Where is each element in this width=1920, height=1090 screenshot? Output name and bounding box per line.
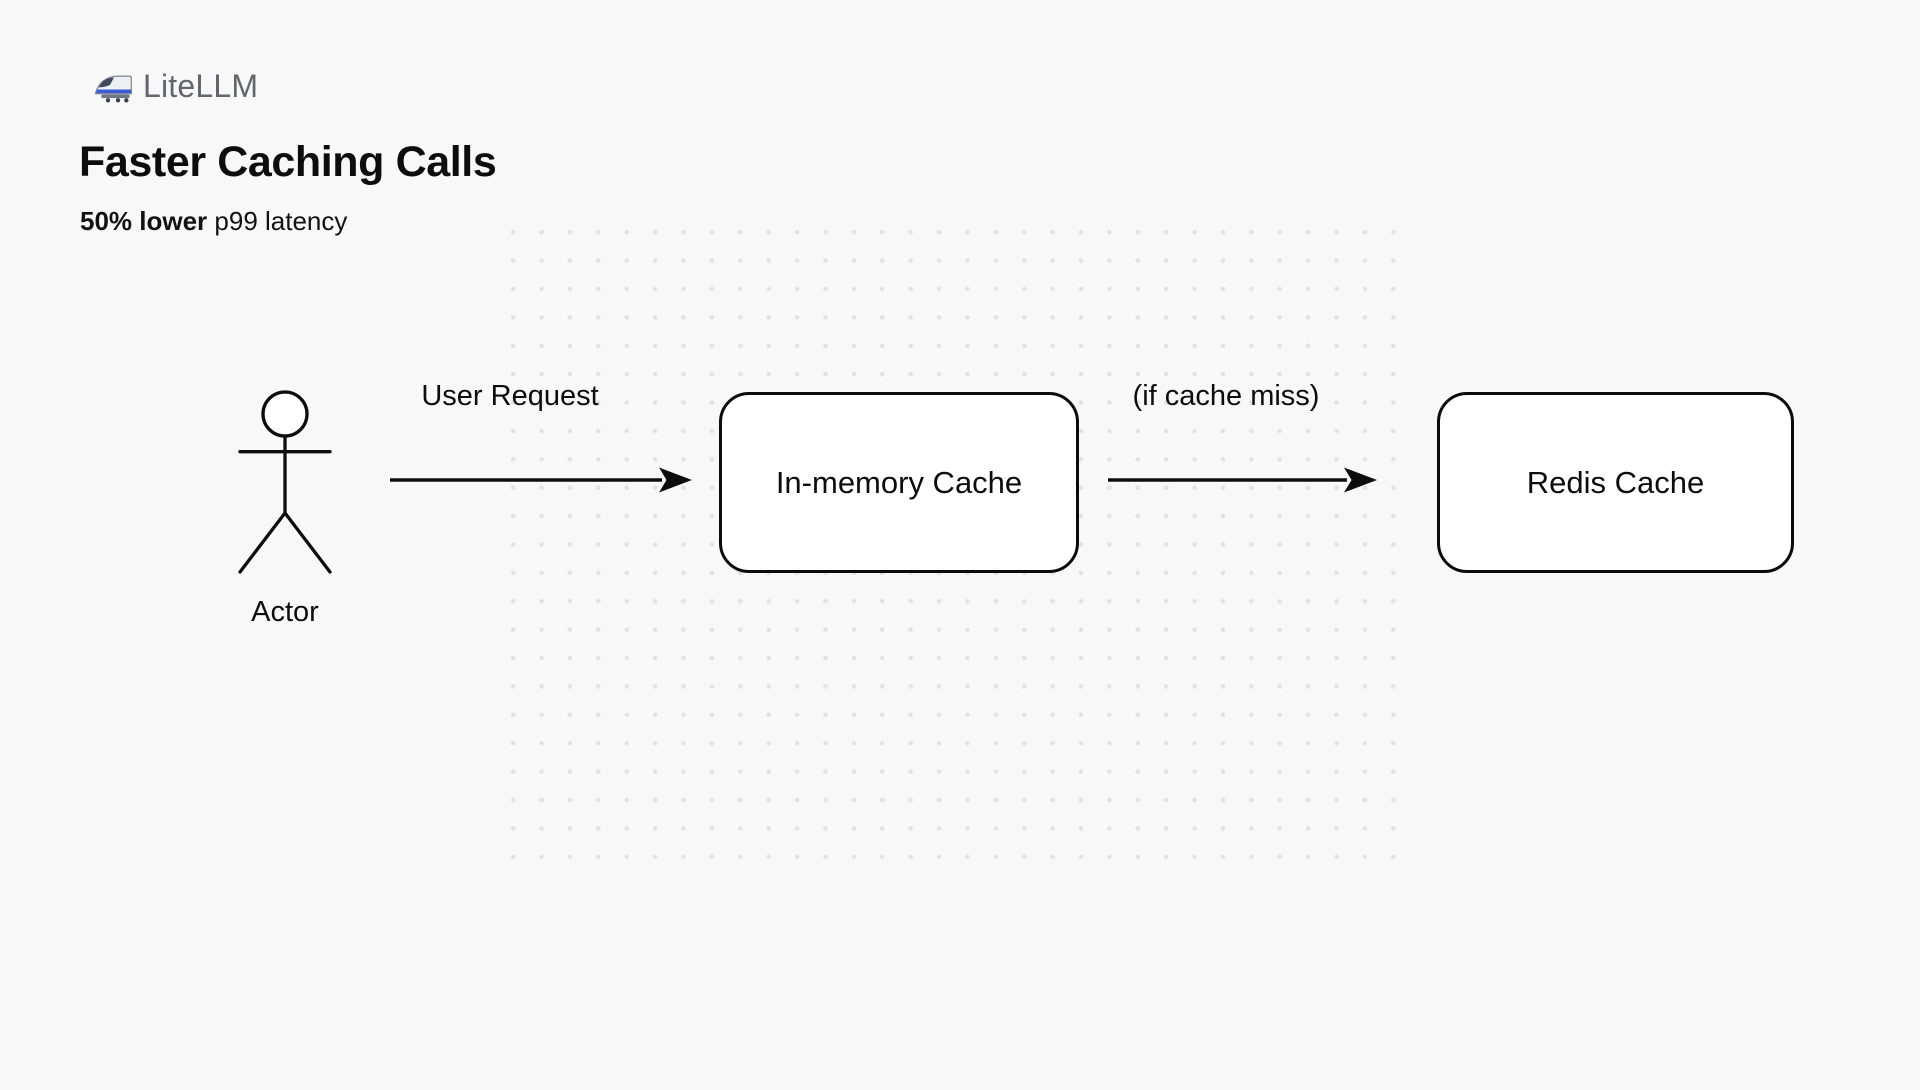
actor-figure <box>232 388 338 578</box>
node-label: In-memory Cache <box>775 464 1023 500</box>
actor-label: Actor <box>251 596 319 628</box>
node-label: Redis Cache <box>1526 464 1705 500</box>
subtitle-rest: p99 latency <box>207 206 348 236</box>
logo: LiteLLM <box>93 68 258 105</box>
subtitle: 50% lower p99 latency <box>80 206 347 237</box>
page-title: Faster Caching Calls <box>79 138 497 186</box>
edge-label-cache-miss: (if cache miss) <box>1132 380 1320 412</box>
arrow-user-request <box>390 467 692 493</box>
high-speed-train-icon <box>93 70 133 104</box>
node-redis-cache: Redis Cache <box>1437 392 1794 573</box>
logo-text: LiteLLM <box>143 68 259 104</box>
subtitle-highlight: 50% lower <box>80 206 208 236</box>
node-in-memory-cache: In-memory Cache <box>719 392 1079 573</box>
arrow-cache-miss <box>1108 467 1377 493</box>
edge-label-user-request: User Request <box>421 380 599 412</box>
